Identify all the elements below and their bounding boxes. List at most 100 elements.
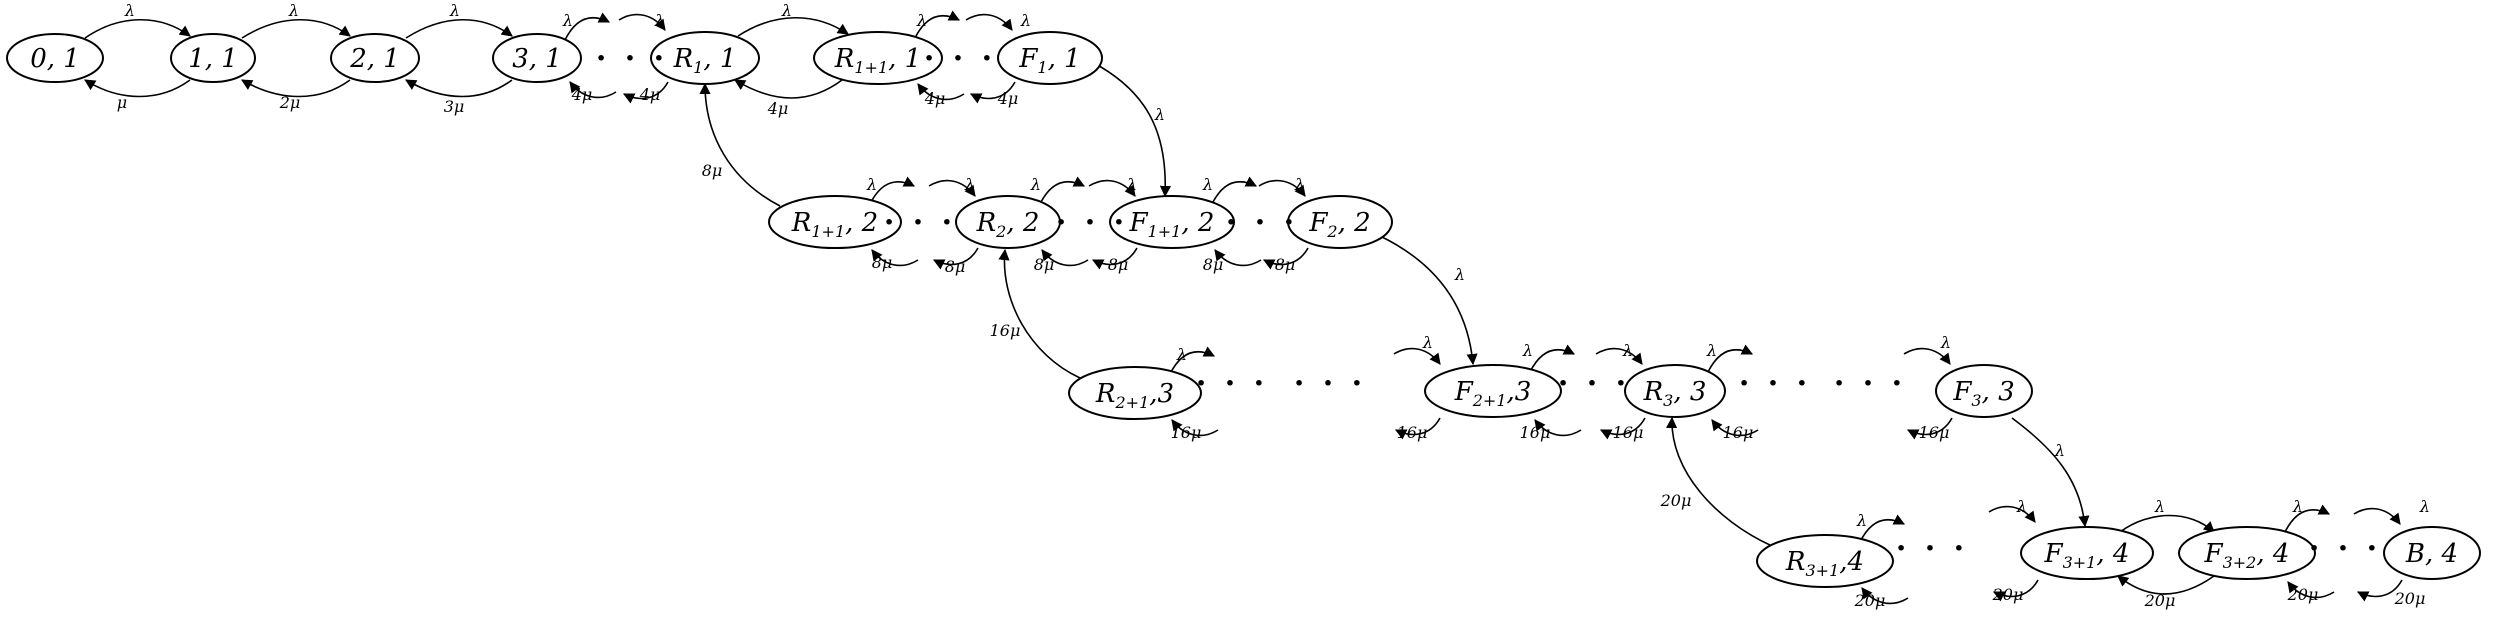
transition-arrow xyxy=(405,79,513,98)
state-label: R1+1, 1 xyxy=(834,44,921,77)
incoming-arrow xyxy=(618,13,666,31)
state-ellipse xyxy=(2383,526,2481,580)
transition-rate-label: λ xyxy=(1940,333,1951,352)
state-label: R2, 2 xyxy=(976,208,1040,241)
transition-rate-label: λ xyxy=(1454,265,1465,284)
incoming-arrow xyxy=(928,179,976,197)
incoming-arrow xyxy=(1988,505,2036,523)
incoming-arrow xyxy=(1393,347,1441,365)
state-node: B, 4 xyxy=(2383,526,2481,580)
transition-rate-label: λ xyxy=(1020,11,1031,30)
state-ellipse xyxy=(2020,526,2154,580)
incoming-arrow xyxy=(2353,507,2401,525)
transition-rate-label: 20μ xyxy=(2287,585,2319,604)
outgoing-arrow xyxy=(869,176,916,205)
outgoing-arrow xyxy=(1169,346,1216,375)
transition-rate-label: λ xyxy=(916,11,927,30)
state-ellipse xyxy=(768,195,902,249)
state-label: R1+1, 2 xyxy=(791,208,878,241)
incoming-arrow xyxy=(1088,179,1136,197)
state-label: 1, 1 xyxy=(188,44,238,74)
transition-arrow xyxy=(2117,575,2215,595)
outgoing-arrow xyxy=(1529,344,1576,373)
incoming-arrow xyxy=(871,249,919,267)
transition-rate-label: 8μ xyxy=(1034,255,1055,274)
outgoing-arrow xyxy=(1992,579,2039,602)
outgoing-arrow xyxy=(1707,344,1754,373)
transition-arrow xyxy=(241,79,351,98)
transition-rate-label: λ xyxy=(2054,441,2065,460)
outgoing-arrow xyxy=(932,247,979,270)
transition-arrow xyxy=(998,248,1081,379)
transition-rate-label: λ xyxy=(1154,105,1165,124)
ellipsis-dots: · · · xyxy=(1558,366,1630,401)
ellipsis-dots: · · · xyxy=(924,41,996,76)
incoming-arrow xyxy=(1595,347,1643,365)
state-node: F2, 2 xyxy=(1287,195,1393,249)
state-node: 1, 1 xyxy=(170,33,256,83)
transition-arrow xyxy=(1379,235,1478,366)
incoming-arrow xyxy=(1861,587,1909,605)
state-label: 0, 1 xyxy=(30,44,80,74)
transition-rate-label: λ xyxy=(964,175,975,194)
outgoing-arrow xyxy=(1394,417,1441,440)
transition-rate-label: λ xyxy=(124,1,135,20)
state-ellipse xyxy=(1068,366,1202,420)
state-ellipse xyxy=(492,33,582,83)
ellipsis-dots: · · · xyxy=(2309,531,2381,566)
transition-rate-label: λ xyxy=(2154,497,2165,516)
state-ellipse xyxy=(997,31,1103,85)
transition-rate-label: 8μ xyxy=(1108,255,1129,274)
state-ellipse xyxy=(650,31,760,85)
ellipsis-dots: · · · xyxy=(1739,366,1811,401)
state-label: B, 4 xyxy=(2405,539,2458,569)
outgoing-arrow xyxy=(622,81,669,104)
state-label: R2+1,3 xyxy=(1095,379,1174,412)
transition-rate-label: λ xyxy=(1202,175,1213,194)
transition-rate-label: λ xyxy=(2419,497,2430,516)
outgoing-arrow xyxy=(1599,417,1646,440)
transition-rate-label: 8μ xyxy=(1203,255,1224,274)
transition-rate-label: 20μ xyxy=(2394,589,2426,608)
transition-arrow xyxy=(734,79,843,99)
state-ellipse xyxy=(1624,364,1726,418)
ellipsis-dots: · · · xyxy=(1196,366,1268,401)
transition-rate-label: λ xyxy=(1294,175,1305,194)
ellipsis-dots: · · · xyxy=(1834,366,1906,401)
state-node: R2, 2 xyxy=(955,195,1061,249)
transition-rate-label: λ xyxy=(781,1,792,20)
transition-rate-label: 16μ xyxy=(1397,423,1428,442)
ellipsis-dots: · · · xyxy=(596,41,668,76)
outgoing-arrow xyxy=(1262,247,1309,270)
transition-rate-label: λ xyxy=(2016,497,2027,516)
state-node: 3, 1 xyxy=(492,33,582,83)
transition-arrow xyxy=(1091,61,1172,198)
incoming-arrow xyxy=(569,81,617,99)
outgoing-arrow xyxy=(2356,579,2403,602)
incoming-arrow xyxy=(1258,179,1306,197)
state-node: F3+1, 4 xyxy=(2020,526,2154,580)
transition-arrow xyxy=(2119,514,2215,533)
state-ellipse xyxy=(1424,364,1562,418)
state-label: F1+1, 2 xyxy=(1129,208,1215,241)
transition-rate-label: λ xyxy=(288,1,299,20)
transition-arrow xyxy=(84,79,191,98)
ellipsis-dots: · · · xyxy=(884,205,956,240)
outgoing-arrow xyxy=(1211,176,1258,205)
transition-rate-label: 8μ xyxy=(702,161,723,180)
state-ellipse xyxy=(955,195,1061,249)
transition-arrow xyxy=(241,18,351,39)
state-node: R3+1,4 xyxy=(1756,534,1894,588)
transition-rate-label: λ xyxy=(866,175,877,194)
transition-rate-label: 2μ xyxy=(279,93,301,112)
state-node: R1, 1 xyxy=(650,31,760,85)
transition-rate-label: λ xyxy=(1126,175,1137,194)
state-ellipse xyxy=(1109,195,1235,249)
state-node: R1+1, 1 xyxy=(813,31,943,85)
outgoing-arrow xyxy=(1906,417,1953,440)
state-ellipse xyxy=(170,33,256,83)
transition-arrow xyxy=(737,16,849,37)
transition-arrow xyxy=(1666,416,1773,547)
